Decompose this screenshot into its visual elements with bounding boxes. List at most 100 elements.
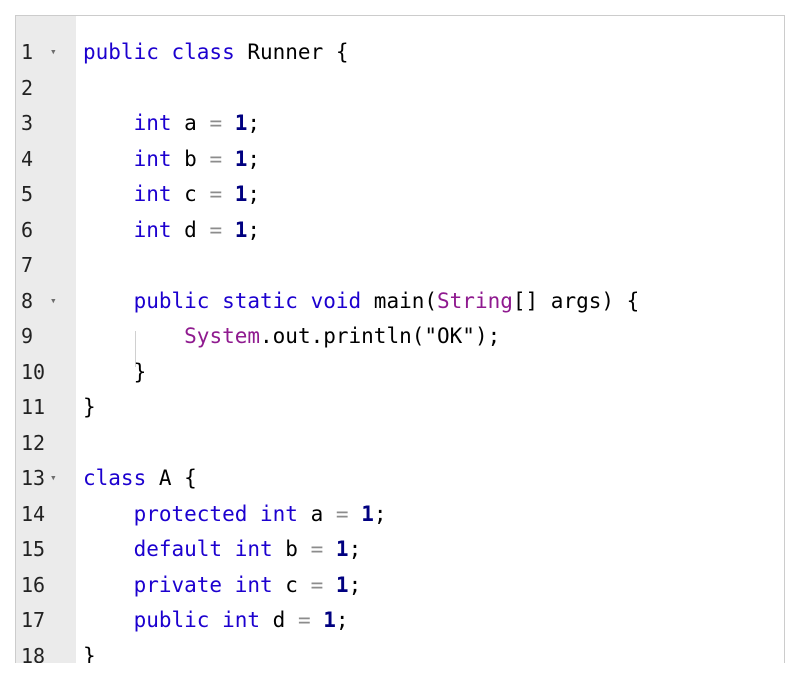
code-line[interactable]: 7 <box>16 248 784 284</box>
code-token: public class <box>83 40 235 64</box>
code-token <box>83 182 134 206</box>
code-text: int a = 1; <box>83 106 261 142</box>
line-number: 8 <box>21 288 34 313</box>
code-token: b <box>171 146 210 171</box>
code-line[interactable]: 8 ▾ public static void main(String[] args… <box>16 284 784 320</box>
code-token: = <box>335 501 349 526</box>
code-line[interactable]: 18} <box>16 639 784 664</box>
code-line[interactable]: 5 int c = 1; <box>16 177 784 213</box>
code-token: 1 <box>234 146 248 171</box>
code-token <box>222 182 235 206</box>
code-line[interactable]: 16 private int c = 1; <box>16 568 784 604</box>
code-text: default int b = 1; <box>83 532 362 568</box>
code-text: protected int a = 1; <box>83 497 387 533</box>
code-line[interactable]: 12 <box>16 426 784 462</box>
code-token: int <box>133 146 172 171</box>
code-token: Runner { <box>234 40 349 64</box>
code-token: 1 <box>335 537 349 561</box>
fold-chevron-down-icon[interactable]: ▾ <box>50 45 57 58</box>
code-line[interactable]: 4 int b = 1; <box>16 142 784 178</box>
code-token: .out.println("OK"); <box>260 324 501 348</box>
code-token: 1 <box>234 111 248 135</box>
code-token: a <box>171 111 210 135</box>
code-token: ; <box>247 217 261 242</box>
line-number: 14 <box>21 501 46 526</box>
code-token: c <box>272 572 311 597</box>
code-token <box>83 537 134 561</box>
code-text: private int c = 1; <box>83 568 362 604</box>
code-token: String <box>437 288 513 313</box>
code-token: a <box>297 501 336 526</box>
line-number: 17 <box>21 608 46 632</box>
code-token <box>222 111 235 135</box>
code-token: } <box>83 395 96 419</box>
code-token: b <box>272 537 311 561</box>
code-token <box>83 608 134 632</box>
line-number: 16 <box>21 572 46 597</box>
code-text: class A { <box>83 461 197 497</box>
code-token: } <box>83 643 96 664</box>
code-token <box>323 573 336 597</box>
code-token: main( <box>361 288 438 313</box>
code-line[interactable]: 15 default int b = 1; <box>16 532 784 568</box>
indent-guide <box>135 331 136 367</box>
line-number: 12 <box>21 430 46 455</box>
line-number: 13 <box>21 466 46 490</box>
code-text: int d = 1; <box>83 213 261 249</box>
code-text: public int d = 1; <box>83 603 349 639</box>
code-line[interactable]: 2 <box>16 71 784 107</box>
code-token <box>83 324 184 348</box>
code-token <box>83 502 134 526</box>
code-token: public static void <box>133 288 362 313</box>
code-token: c <box>171 182 210 206</box>
code-token: = <box>209 217 223 242</box>
line-number: 3 <box>21 111 34 135</box>
code-line[interactable]: 9 System.out.println("OK"); <box>16 319 784 355</box>
code-token: public int <box>133 608 261 632</box>
code-text: int b = 1; <box>83 142 261 178</box>
line-number: 10 <box>21 359 46 384</box>
code-line[interactable]: 13 ▾ class A { <box>16 461 784 497</box>
code-line[interactable]: 1 ▾ public class Runner { <box>16 35 784 71</box>
code-token: = <box>209 111 223 135</box>
code-text: public static void main(String[] args) { <box>83 284 640 320</box>
code-line[interactable]: 11} <box>16 390 784 426</box>
code-token: 1 <box>335 572 349 597</box>
code-text: int c = 1; <box>83 177 261 213</box>
code-token: 1 <box>361 501 374 526</box>
code-token <box>83 111 134 135</box>
code-token: int <box>133 217 172 242</box>
fold-chevron-down-icon[interactable]: ▾ <box>50 471 57 484</box>
fold-chevron-down-icon[interactable]: ▾ <box>50 293 57 307</box>
code-token: 1 <box>323 608 336 632</box>
code-token <box>222 147 235 171</box>
code-line[interactable]: 3 int a = 1; <box>16 106 784 142</box>
code-token: private int <box>133 572 273 597</box>
code-token: = <box>310 537 324 561</box>
code-token: ; <box>335 608 349 632</box>
code-token: = <box>209 182 223 206</box>
code-line[interactable]: 10 } <box>16 355 784 391</box>
code-line[interactable]: 14 protected int a = 1; <box>16 497 784 533</box>
code-token: ; <box>373 501 387 526</box>
code-text: } <box>83 639 96 664</box>
code-token: int <box>133 182 172 206</box>
code-token: = <box>297 608 311 632</box>
code-token: System <box>184 324 261 348</box>
line-number: 7 <box>21 253 34 277</box>
line-number: 1 <box>21 40 34 64</box>
line-number: 4 <box>21 146 34 171</box>
code-line[interactable]: 6 int d = 1; <box>16 213 784 249</box>
line-number: 9 <box>21 324 34 348</box>
code-token: 1 <box>234 182 248 206</box>
code-token <box>83 289 134 313</box>
line-number: 2 <box>21 75 34 100</box>
code-text: public class Runner { <box>83 35 349 71</box>
code-token <box>222 218 235 242</box>
line-number: 11 <box>21 395 46 419</box>
line-number: 18 <box>21 643 46 664</box>
code-token: protected int <box>133 501 298 526</box>
code-line[interactable]: 17 public int d = 1; <box>16 603 784 639</box>
